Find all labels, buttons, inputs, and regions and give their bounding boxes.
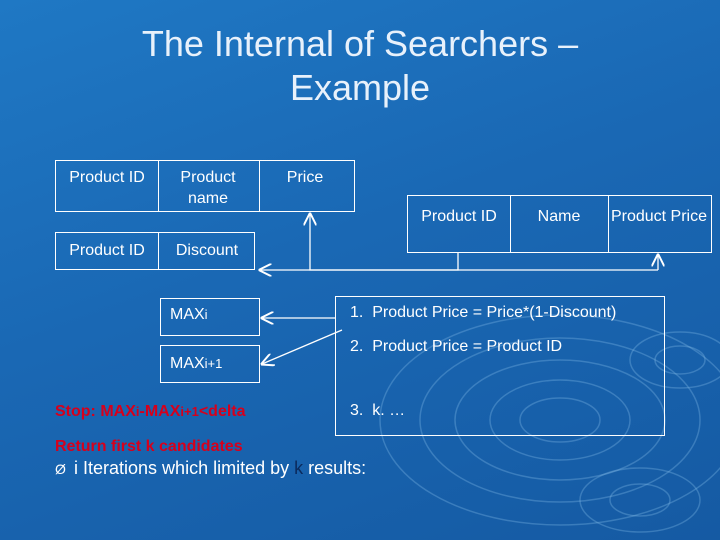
table-divider: [158, 233, 159, 269]
result-product-id-cell: Product ID: [421, 208, 497, 225]
table-divider: [158, 161, 159, 211]
result-name-cell: Name: [537, 208, 581, 225]
product-id-cell: Product ID: [69, 169, 145, 186]
max-i1-label: MAXi+1: [170, 355, 223, 372]
arrow-to-max-i1: [262, 329, 343, 364]
arrow-bullet-icon: Ø: [55, 461, 66, 477]
table-divider: [608, 196, 609, 252]
return-candidates: Return first k candidates: [55, 438, 243, 455]
product-name-cell: Product name: [180, 169, 236, 207]
result-product-price-cell: Product Price: [610, 208, 708, 225]
stop-condition: Stop: MAXi-MAXi+1<delta: [55, 403, 246, 420]
max-i-box: [160, 298, 260, 336]
discount-product-id-cell: Product ID: [69, 242, 145, 259]
discount-cell: Discount: [175, 242, 239, 259]
price-cell: Price: [286, 169, 324, 186]
iterations-bullet: Ø i Iterations which limited by k result…: [55, 458, 367, 478]
discount-table: [55, 232, 255, 270]
table-divider: [510, 196, 511, 252]
title-line-1: The Internal of Searchers –: [141, 23, 579, 64]
product-table: [55, 160, 355, 212]
formula-2: 2. Product Price = Product ID: [350, 338, 563, 355]
title-line-2: Example: [289, 67, 431, 108]
formula-3: 3. k. …: [350, 402, 406, 419]
table-divider: [259, 161, 260, 211]
arrow-to-price: [310, 214, 459, 271]
max-i-label: MAXi: [170, 306, 208, 323]
result-table: [407, 195, 712, 253]
formula-box: [335, 296, 665, 436]
slide-title: The Internal of Searchers – Example: [0, 22, 720, 110]
formula-1: 1. Product Price = Price*(1-Discount): [350, 304, 617, 321]
